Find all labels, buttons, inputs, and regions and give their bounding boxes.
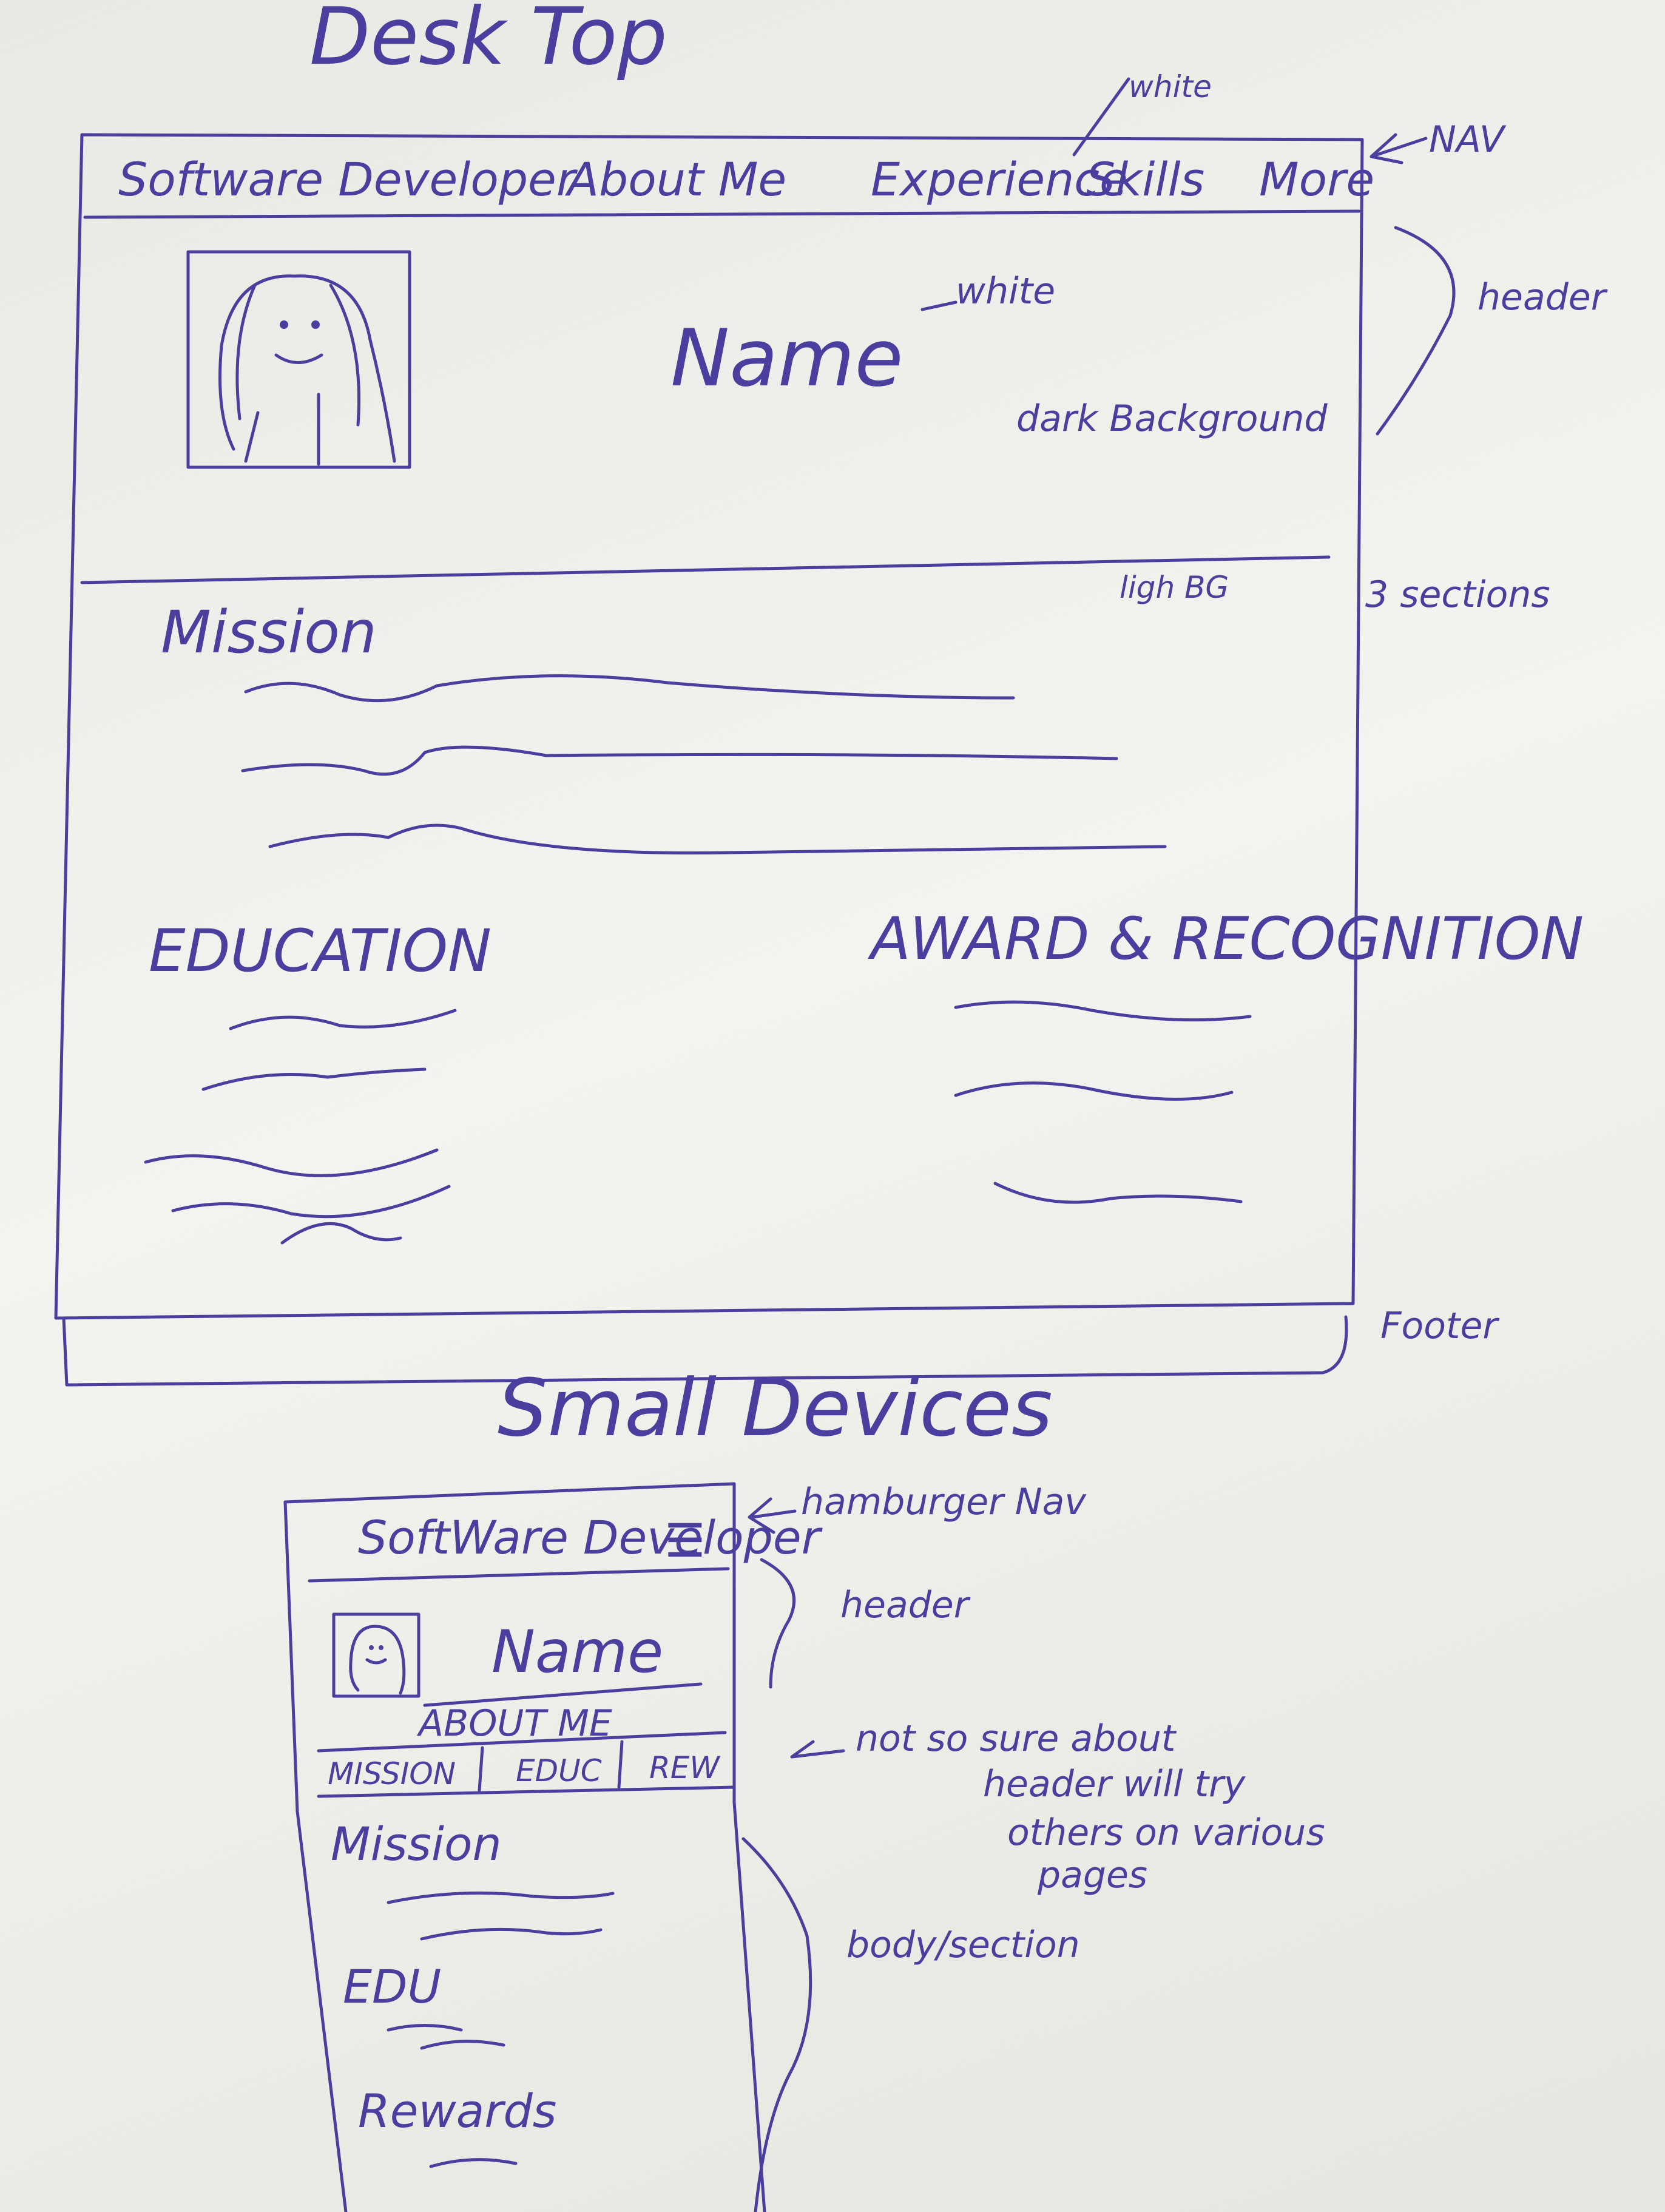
mission-line (241, 745, 1118, 776)
small-devices-title: Small Devices (498, 1362, 1053, 1454)
nav-experience[interactable]: Experience (871, 152, 1128, 206)
mobile-section-mission: Mission (331, 1817, 502, 1871)
education-line (229, 1009, 457, 1030)
mobile-nav-divider (308, 1567, 730, 1583)
white-nav-arrow (1072, 77, 1130, 157)
header-brace (1376, 226, 1456, 436)
hamburger-icon[interactable]: ☰ (664, 1514, 706, 1568)
note-hamburger: hamburger Nav (801, 1481, 1087, 1523)
note-3-sections: 3 sections (1365, 573, 1550, 616)
note-header: header (1478, 276, 1608, 319)
mobile-frame (283, 1482, 766, 2212)
nav-skills[interactable]: Skills (1086, 152, 1204, 206)
mobile-body: Mission EDU Rewards body/section (331, 1817, 1080, 2212)
note-nav: NAV (1429, 118, 1507, 161)
desktop-sections: ligh BG 3 sections Mission EDUCATION AWA… (144, 570, 1584, 1245)
mission-line (268, 824, 1167, 854)
note-unsure-4: pages (1037, 1854, 1147, 1896)
section-mission-title: Mission (161, 598, 377, 666)
awards-line (993, 1182, 1243, 1204)
education-line (171, 1185, 451, 1219)
mobile-section-edu: EDU (343, 1960, 441, 2014)
desktop-name: Name (670, 312, 903, 404)
mobile-rewards-line (429, 2158, 518, 2168)
white-name-arrow (920, 300, 957, 311)
mobile-edu-line (387, 2024, 463, 2032)
mobile-nav: SoftWare Developer ☰ hamburger Nav (308, 1481, 1087, 1583)
mobile-mission-line (387, 1891, 615, 1904)
nav-brand[interactable]: Software Developer (118, 152, 578, 206)
note-body-section: body/section (846, 1924, 1080, 1966)
note-unsure-3: others on various (1007, 1811, 1325, 1854)
avatar-box (186, 250, 411, 469)
mobile-mission-line (420, 1927, 603, 1941)
mobile-edu-line (420, 2040, 505, 2050)
awards-line (954, 1000, 1252, 1022)
section-education-title: EDUCATION (149, 917, 491, 985)
mobile-name: Name (491, 1618, 663, 1686)
education-line (144, 1148, 439, 1177)
mobile-tabs: MISSION EDUC REW (317, 1731, 845, 1798)
tab-rew[interactable]: REW (649, 1750, 720, 1785)
mobile-section-rewards: Rewards (358, 2084, 556, 2138)
note-light-bg: ligh BG (1120, 570, 1229, 605)
tab-educ[interactable]: EDUC (516, 1753, 602, 1788)
nav-more[interactable]: More (1259, 152, 1374, 206)
section-awards-title: AWARD & RECOGNITION (867, 905, 1584, 973)
note-dark-background: dark Background (1016, 397, 1328, 440)
mobile-avatar-icon (349, 1625, 406, 1695)
note-mobile-header: header (840, 1584, 971, 1626)
avatar-icon (218, 274, 396, 466)
education-line (280, 1222, 402, 1245)
education-line (201, 1067, 427, 1091)
desktop-footer (62, 1315, 1348, 1387)
mobile-name-divider (423, 1682, 703, 1707)
mobile-header-brace (760, 1558, 795, 1689)
desktop-frame (54, 133, 1364, 1387)
note-unsure-1: not so sure about (856, 1717, 1177, 1760)
nav-arrow-icon (1369, 133, 1428, 164)
desktop-header: Name white dark Background header (80, 226, 1608, 584)
mobile-body-brace (741, 1837, 812, 2212)
header-divider (80, 555, 1331, 584)
note-white-nav: white (1129, 69, 1212, 104)
desktop-nav: Software Developer About Me Experience S… (83, 152, 1374, 219)
desktop-title: Desk Top (309, 0, 667, 83)
unsure-arrow-icon (790, 1740, 845, 1759)
mission-line (244, 674, 1015, 703)
mobile-brand[interactable]: SoftWare Developer (358, 1510, 823, 1564)
awards-line (954, 1081, 1234, 1101)
note-unsure-2: header will try (983, 1763, 1246, 1805)
mobile-header: Name ABOUT ME header (332, 1558, 971, 1745)
note-footer: Footer (1380, 1305, 1499, 1347)
hamburger-arrow-icon (748, 1497, 797, 1534)
mobile-avatar-box (332, 1612, 420, 1698)
tab-mission[interactable]: MISSION (328, 1756, 456, 1791)
nav-about-me[interactable]: About Me (564, 152, 786, 206)
note-white-name: white (956, 270, 1055, 313)
note-unsure: not so sure about header will try others… (856, 1717, 1325, 1896)
